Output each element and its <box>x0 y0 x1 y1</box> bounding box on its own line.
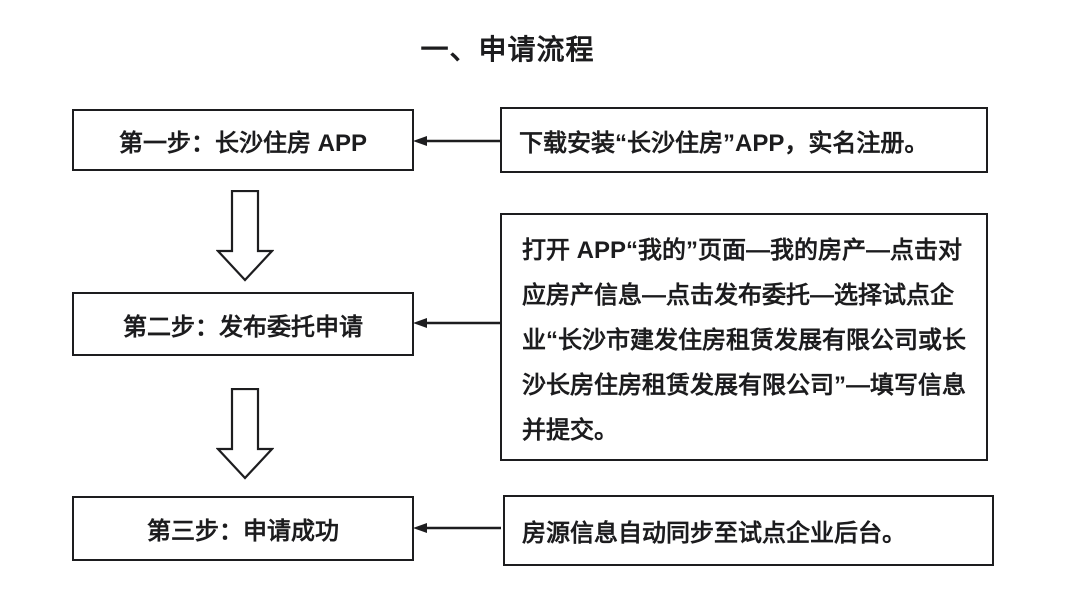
step-3-label: 第三步：申请成功 <box>147 518 339 545</box>
step-2-box: 第二步：发布委托申请 <box>72 292 414 356</box>
step-3-box: 第三步：申请成功 <box>72 496 414 561</box>
page-title: 一、申请流程 <box>420 34 595 65</box>
step-1-description-box: 下载安装“长沙住房”APP，实名注册。 <box>500 107 988 173</box>
step-1-label: 第一步：长沙住房 APP <box>118 129 367 157</box>
left-arrow-icon <box>413 136 501 146</box>
step-2-description-box: 打开 APP“我的”页面—我的房产—点击对应房产信息—点击发布委托—选择试点企业… <box>500 213 988 461</box>
down-arrow-icon <box>216 190 274 282</box>
step-2-label: 第二步：发布委托申请 <box>123 313 363 341</box>
step-2-description: 打开 APP“我的”页面—我的房产—点击对应房产信息—点击发布委托—选择试点企业… <box>522 237 966 444</box>
step-3-description: 房源信息自动同步至试点企业后台。 <box>522 520 906 547</box>
step-3-description-box: 房源信息自动同步至试点企业后台。 <box>503 495 994 566</box>
step-1-description: 下载安装“长沙住房”APP，实名注册。 <box>519 129 929 157</box>
step-1-box: 第一步：长沙住房 APP <box>72 109 414 171</box>
down-arrow-icon <box>216 388 274 480</box>
left-arrow-icon <box>413 523 501 533</box>
left-arrow-icon <box>413 318 501 328</box>
